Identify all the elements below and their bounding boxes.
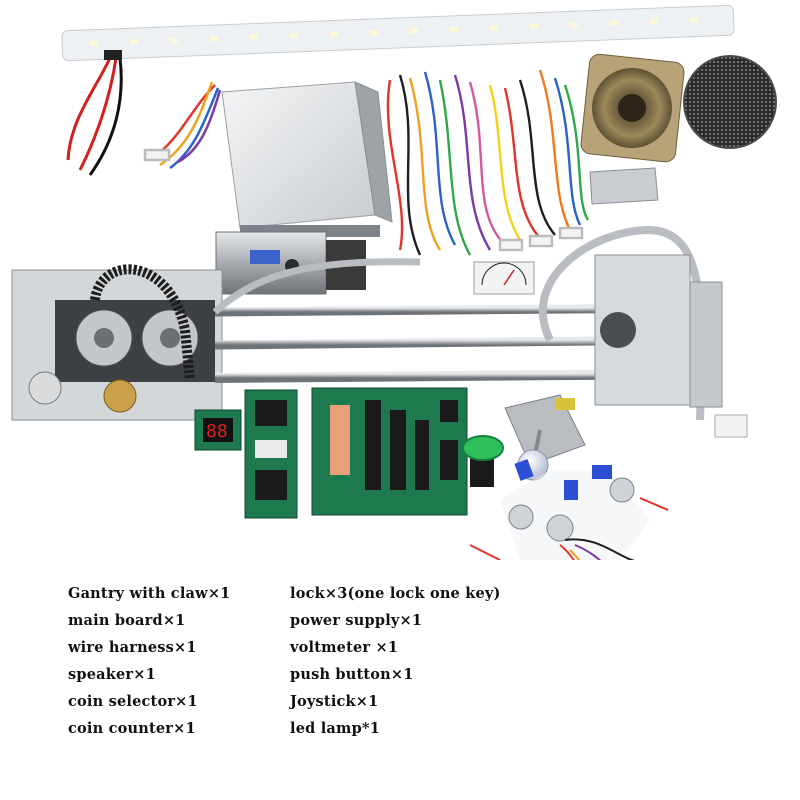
joystick (504, 394, 586, 481)
component-gantry: Gantry with claw×1 (68, 585, 231, 602)
coin-counter: 88 (194, 409, 242, 451)
push-button (462, 435, 504, 487)
coin-selector (215, 231, 366, 295)
main-board (244, 387, 468, 519)
component-power-supply: power supply×1 (290, 612, 423, 629)
component-list-left: Gantry with claw×1 main board×1 wire har… (68, 580, 230, 742)
component-push-button: push button×1 (290, 666, 414, 683)
voltmeter (473, 261, 535, 295)
component-list: Gantry with claw×1 main board×1 wire har… (68, 580, 768, 750)
speaker (580, 53, 685, 163)
arcade-claw-machine-kit-photo: 88 (11, 4, 777, 560)
speaker-grill (683, 55, 777, 149)
component-voltmeter: voltmeter ×1 (290, 639, 399, 656)
loose-wires (469, 497, 669, 560)
led-lamp (61, 4, 735, 176)
power-supply (221, 81, 393, 237)
component-joystick: Joystick×1 (290, 693, 379, 710)
component-list-right: lock×3(one lock one key) power supply×1 … (290, 580, 501, 742)
wire-harness (386, 69, 590, 256)
small-wire-bundle (143, 81, 222, 170)
component-coin-selector: coin selector×1 (68, 693, 198, 710)
component-wire-harness: wire harness×1 (68, 639, 197, 656)
component-speaker: speaker×1 (68, 666, 156, 683)
locks-and-keys (500, 459, 650, 560)
component-main-board: main board×1 (68, 612, 186, 629)
component-led-lamp: led lamp*1 (290, 720, 380, 737)
component-coin-counter: coin counter×1 (68, 720, 196, 737)
metal-bracket (589, 167, 659, 205)
component-lock: lock×3(one lock one key) (290, 585, 501, 602)
gantry-with-claw (11, 225, 748, 438)
svg-text:88: 88 (206, 421, 228, 442)
